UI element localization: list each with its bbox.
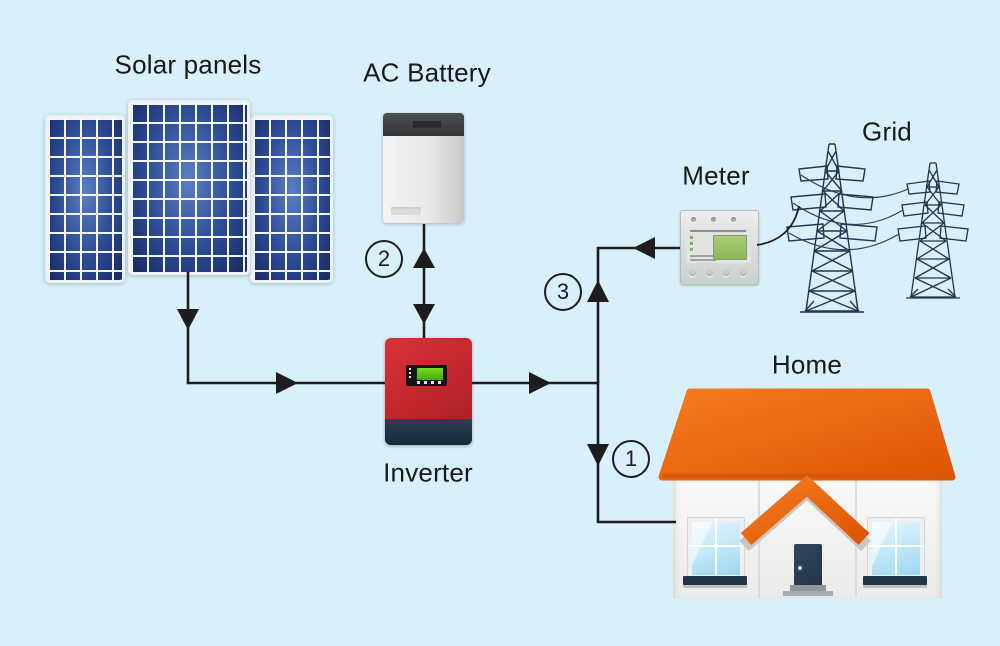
window-sill-left xyxy=(683,576,747,585)
meter-face-line xyxy=(690,255,716,257)
inverter-lcd-panel xyxy=(406,365,447,386)
meter-unit xyxy=(680,210,759,285)
ac-battery-label: AC Battery xyxy=(363,57,491,88)
wall-seam xyxy=(855,480,857,598)
window-sill-right xyxy=(863,576,927,585)
window-mullion xyxy=(868,545,924,548)
grid-tower-left xyxy=(786,143,878,313)
lcd-buttons xyxy=(417,381,443,384)
meter-status-leds xyxy=(690,236,693,252)
arrowhead-down-to-home xyxy=(587,444,609,466)
home-roof xyxy=(658,388,956,481)
solar-panel-right xyxy=(250,115,333,283)
flow-badge-home: 1 xyxy=(612,440,650,478)
meter-button xyxy=(740,269,747,276)
connector-panels-to-inverter xyxy=(186,272,385,385)
inverter-unit xyxy=(385,338,472,445)
flow-badge-battery: 2 xyxy=(365,240,403,278)
arrowhead-up-to-battery xyxy=(413,248,435,268)
arrowhead-down-panels xyxy=(177,309,199,330)
grid-tower-right xyxy=(897,162,969,299)
lcd-indicator-leds xyxy=(409,368,411,380)
solar-panel-left xyxy=(45,115,125,283)
meter-button xyxy=(723,269,730,276)
meter-display xyxy=(713,235,747,260)
meter-label: Meter xyxy=(682,160,750,191)
grid-wires xyxy=(788,174,909,251)
home-step xyxy=(790,585,826,591)
window-mullion xyxy=(688,545,744,548)
meter-screw-icon xyxy=(711,217,716,222)
arrowhead-right-to-inverter xyxy=(276,372,298,394)
inverter-label: Inverter xyxy=(383,457,473,488)
arrowhead-down-to-inverter xyxy=(413,304,435,324)
home-window-left xyxy=(687,517,745,580)
battery-vent-slot xyxy=(413,121,441,128)
inverter-base xyxy=(385,419,472,445)
doorknob-icon xyxy=(798,566,802,570)
battery-top-cap xyxy=(383,113,464,136)
solar-panels-label: Solar panels xyxy=(114,49,262,80)
flow-badge-grid: 3 xyxy=(544,273,582,311)
arrowhead-left-from-meter xyxy=(633,237,655,259)
meter-face-line xyxy=(690,259,716,261)
window-mullion xyxy=(715,518,717,579)
meter-screw-icon xyxy=(691,217,696,222)
meter-button xyxy=(706,269,713,276)
battery-brand-plate xyxy=(391,207,421,215)
arrowhead-up-to-meter xyxy=(587,280,609,302)
meter-to-grid-wire xyxy=(756,205,800,246)
home-label: Home xyxy=(771,349,843,380)
meter-screw-icon xyxy=(731,217,736,222)
solar-panel-center xyxy=(128,100,250,275)
home-window-right xyxy=(867,517,925,580)
wall-seam xyxy=(758,480,760,598)
home-step xyxy=(783,591,833,596)
meter-button xyxy=(689,269,696,276)
grid-label: Grid xyxy=(862,116,912,147)
window-mullion xyxy=(895,518,897,579)
arrowhead-right-to-junction xyxy=(529,372,551,394)
lcd-screen xyxy=(417,368,443,380)
connector-junction-to-meter xyxy=(596,246,680,383)
meter-face-line xyxy=(690,230,746,232)
home-door xyxy=(794,544,822,585)
meter-face xyxy=(686,227,751,263)
ac-battery-unit xyxy=(383,113,464,223)
